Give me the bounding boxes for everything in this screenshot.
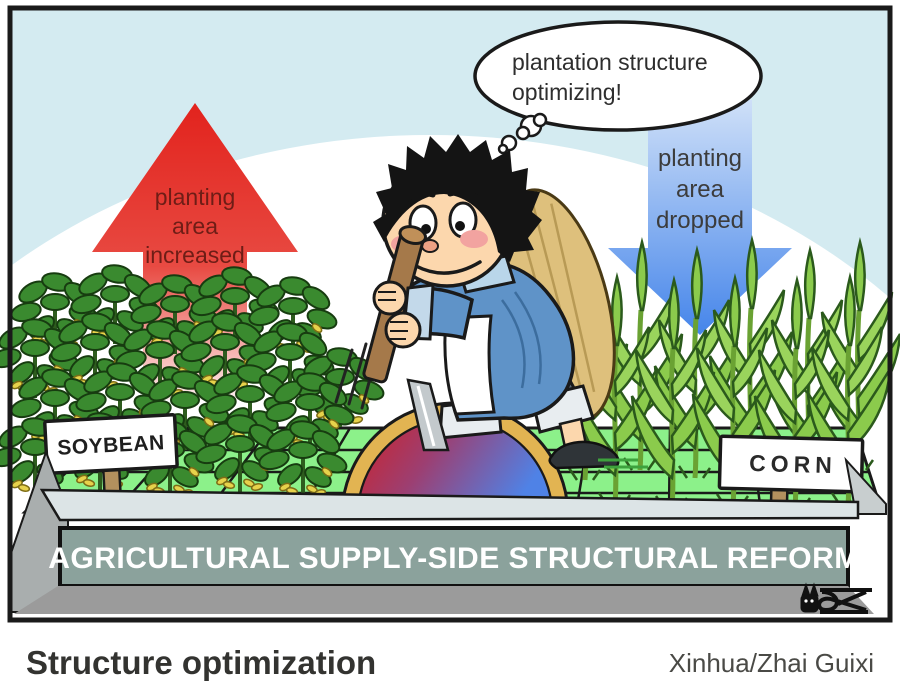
soybean-sign: SOYBEAN (43, 412, 179, 518)
hands (372, 280, 422, 349)
down-arrow-label-1: planting (658, 145, 742, 172)
speech-bubble-line-2: optimizing! (512, 79, 622, 105)
artist-signature (800, 582, 872, 614)
caption-credit: Xinhua/Zhai Guixi (669, 648, 874, 678)
right-blush (460, 230, 488, 248)
thought-puffs-icon (497, 112, 548, 155)
planter-rim (39, 488, 860, 522)
reform-banner-label: AGRICULTURAL SUPPLY-SIDE STRUCTURAL REFO… (48, 542, 860, 575)
corn-sign: CORN (717, 434, 865, 518)
right-eyebrow (447, 189, 480, 200)
frame-border (7, 5, 893, 623)
down-arrow-label-3: dropped (656, 207, 744, 234)
down-arrow-label-2: area (676, 176, 725, 203)
mouth (414, 260, 482, 275)
corn-sign-label: CORN (749, 450, 837, 478)
speech-bubble: plantation structure optimizing! (473, 20, 763, 155)
caption-title: Structure optimization (26, 644, 376, 681)
up-arrow-label-1: planting (155, 184, 236, 210)
planter-base (14, 586, 874, 614)
corn-sign-board (717, 434, 865, 494)
plow-shaft (406, 378, 450, 452)
farmer (334, 134, 648, 470)
shirt (443, 314, 496, 416)
red-blue-dome (340, 401, 570, 518)
up-arrow-label-3: increased (145, 242, 245, 268)
reform-banner: AGRICULTURAL SUPPLY-SIDE STRUCTURAL REFO… (48, 526, 860, 588)
soybean-sign-label: SOYBEAN (57, 431, 165, 460)
speech-bubble-line-1: plantation structure (512, 49, 708, 75)
up-arrow-label-2: area (172, 213, 218, 239)
left-eyebrow (403, 191, 436, 203)
planter-right-wall (844, 456, 887, 515)
soybean-sign-board (43, 412, 179, 476)
hair (373, 134, 542, 262)
